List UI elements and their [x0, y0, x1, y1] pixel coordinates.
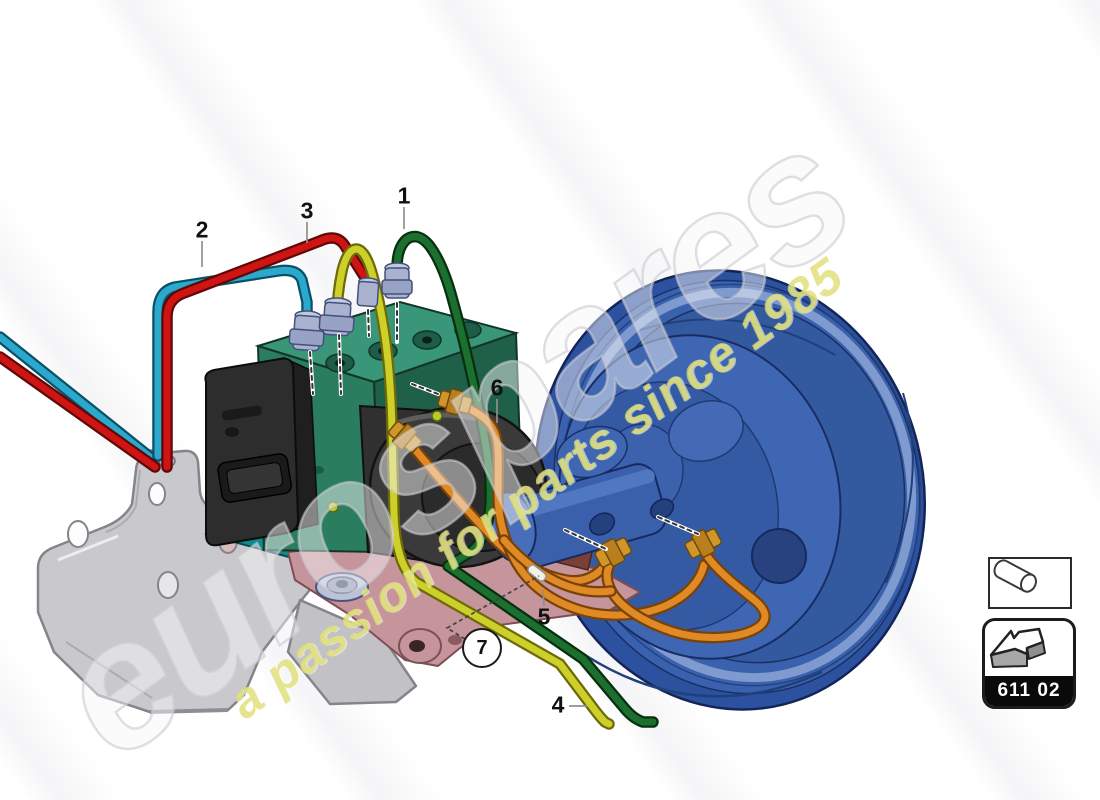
pipe-front-left-cyan — [0, 264, 313, 463]
pipe-rear-green — [391, 230, 659, 728]
section-code: 611 02 — [985, 676, 1073, 706]
section-badge[interactable]: 611 02 — [982, 618, 1076, 709]
screw-axis-dashes — [308, 301, 700, 551]
callout-3[interactable]: 3 — [300, 197, 314, 224]
union-fittings — [288, 262, 413, 352]
pipes-master-cylinder-orange — [399, 396, 771, 644]
callout-2[interactable]: 2 — [195, 216, 209, 243]
booster-bushing — [315, 572, 369, 602]
leader-lines — [201, 207, 587, 707]
brake-servo-arrow-icon — [989, 627, 1046, 668]
callout-1[interactable]: 1 — [397, 182, 411, 209]
pipe-sleeve-icon — [993, 559, 1037, 593]
leader-5 — [542, 588, 545, 607]
abs-control-unit — [204, 356, 319, 547]
pipe-rear-yellow — [331, 243, 615, 730]
callout-4[interactable]: 4 — [551, 691, 565, 718]
brass-fittings — [388, 388, 722, 568]
callout-5[interactable]: 5 — [537, 603, 551, 630]
callout-6[interactable]: 6 — [490, 374, 504, 401]
callout-7-dash — [445, 575, 540, 640]
pipe-sleeve-part — [527, 564, 547, 582]
callout-7[interactable]: 7 — [462, 628, 502, 668]
legend-item-7[interactable]: 7 — [988, 557, 1072, 609]
